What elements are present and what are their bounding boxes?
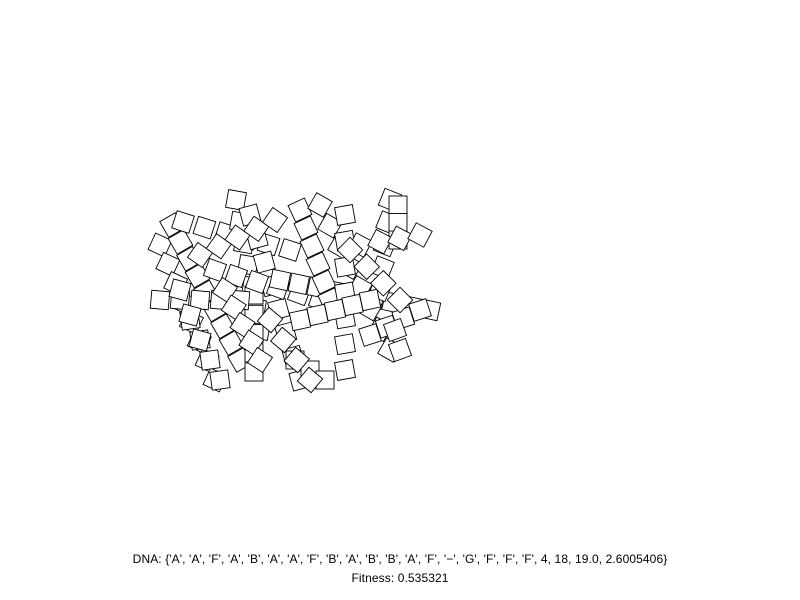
tile-square: [287, 272, 311, 296]
tile-square: [334, 204, 356, 226]
tile-square: [299, 233, 325, 259]
tile-square: [296, 366, 324, 394]
tile-square: [261, 206, 289, 234]
tile-square: [287, 197, 313, 223]
dna-prefix: DNA:: [132, 552, 166, 566]
tile-square: [210, 313, 236, 340]
tile-square: [387, 337, 413, 363]
tile-square: [386, 286, 414, 314]
tile-square: [353, 253, 381, 281]
fitness-value: 0.535321: [397, 571, 449, 585]
fitness-caption: Fitness: 0.535321: [0, 571, 800, 585]
tile-square: [283, 346, 311, 374]
fitness-prefix: Fitness:: [351, 571, 398, 585]
tile-square: [293, 215, 319, 241]
tile-square: [382, 317, 408, 343]
tile-square: [155, 251, 181, 277]
tile-square: [209, 369, 231, 391]
tile-square: [168, 278, 192, 302]
tile-square: [256, 306, 284, 334]
tile-square: [268, 268, 292, 292]
tile-square: [269, 326, 297, 354]
tile-square: [225, 189, 247, 211]
tile-square: [192, 215, 217, 240]
tile-square: [199, 349, 221, 371]
dna-value: {'A', 'A', 'F', 'A', 'B', 'A', 'A', 'F',…: [165, 552, 668, 566]
tile-square: [178, 303, 202, 327]
tile-square: [149, 289, 171, 311]
tile-square: [147, 232, 173, 258]
tile-square: [408, 298, 432, 322]
tile-square: [334, 333, 356, 356]
tile-square: [167, 228, 194, 255]
dna-caption: DNA: {'A', 'A', 'F', 'A', 'B', 'A', 'A',…: [0, 552, 800, 566]
tile-square: [369, 269, 397, 297]
tile-square: [278, 238, 302, 262]
tile-square: [246, 346, 274, 374]
tile-square: [307, 192, 333, 218]
tile-square: [202, 257, 228, 283]
tile-square: [317, 212, 343, 239]
tile-group: [147, 187, 442, 394]
tile-square: [367, 228, 393, 255]
tile-square: [244, 269, 270, 295]
tile-square: [336, 236, 364, 264]
tile-square: [252, 250, 276, 274]
tile-square: [387, 225, 413, 252]
tile-square: [388, 195, 408, 215]
tile-square: [311, 269, 337, 295]
tile-square: [305, 251, 331, 277]
tile-pattern-canvas: [147, 187, 442, 394]
tile-square: [407, 222, 433, 248]
tile-square: [334, 359, 356, 381]
tile-square: [188, 328, 212, 352]
tile-square: [358, 288, 382, 312]
tile-square: [171, 210, 195, 234]
tile-square: [218, 330, 245, 357]
